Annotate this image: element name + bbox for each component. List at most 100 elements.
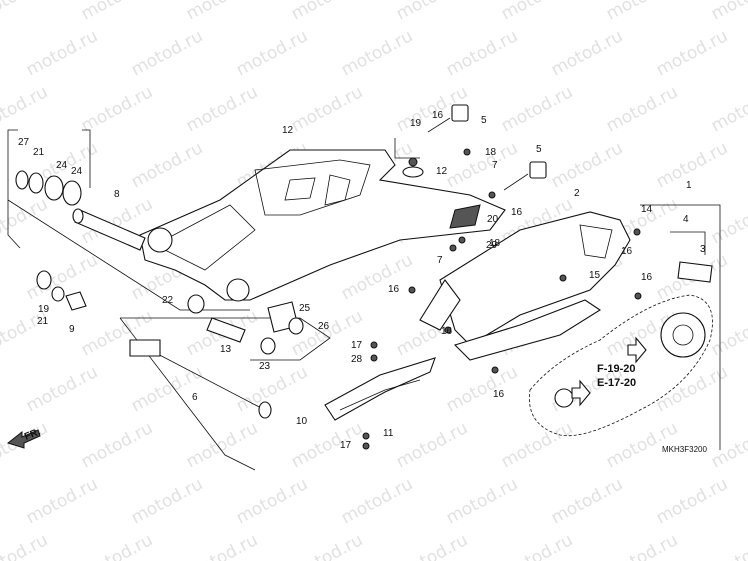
watermark-text: motod.ru (443, 26, 521, 80)
watermark-text: motod.ru (708, 418, 748, 472)
watermark-text: motod.ru (233, 362, 311, 416)
watermark-text: motod.ru (653, 138, 731, 192)
watermark-text: motod.ru (653, 362, 731, 416)
callout-3: 3 (700, 244, 706, 255)
watermark-text: motod.ru (78, 418, 156, 472)
watermark-text: motod.ru (603, 530, 681, 561)
watermark-text: motod.ru (708, 194, 748, 248)
pivot-collar (72, 208, 146, 251)
watermark-text: motod.ru (288, 0, 366, 24)
watermark-text: motod.ru (233, 26, 311, 80)
watermark-text: motod.ru (393, 0, 471, 24)
watermark-text: motod.ru (708, 0, 748, 24)
diagram-code: MKH3F3200 (662, 445, 707, 454)
adjuster-bolts (427, 117, 529, 191)
callout-19: 19 (410, 118, 422, 129)
callout-29: 29 (486, 240, 498, 251)
callout-16: 16 (388, 284, 400, 295)
callout-18: 18 (485, 147, 497, 158)
watermark-text: motod.ru (498, 82, 576, 136)
callout-27: 27 (18, 137, 30, 148)
callout-10: 10 (296, 416, 308, 427)
callout-4: 4 (683, 214, 689, 225)
chain-guard (324, 357, 436, 421)
callout-15: 15 (589, 270, 601, 281)
watermark-text: motod.ru (0, 418, 51, 472)
watermark-text: motod.ru (288, 82, 366, 136)
watermark-text: motod.ru (498, 418, 576, 472)
drive-chain (528, 294, 713, 437)
watermark-text: motod.ru (708, 306, 748, 360)
watermark-text: motod.ru (23, 26, 101, 80)
watermark-text: motod.ru (603, 0, 681, 24)
fasteners (362, 148, 642, 450)
watermark-text: motod.ru (338, 474, 416, 528)
callout-25: 25 (299, 303, 311, 314)
pivot-bearings (15, 170, 82, 206)
watermark-text: motod.ru (23, 362, 101, 416)
watermark-text: motod.ru (338, 26, 416, 80)
callout-14: 14 (641, 204, 653, 215)
watermark-text: motod.ru (393, 418, 471, 472)
watermark-text: motod.ru (288, 530, 366, 561)
watermark-text: motod.ru (0, 0, 51, 24)
callout-16: 16 (493, 389, 505, 400)
callout-17: 17 (351, 340, 363, 351)
chain-case (419, 211, 631, 361)
watermark-text: motod.ru (233, 474, 311, 528)
callout-18: 18 (489, 238, 501, 249)
watermark-text: motod.ru (443, 138, 521, 192)
watermark-text: motod.ru (183, 418, 261, 472)
callout-9: 9 (69, 324, 75, 335)
watermark-text: motod.ru (708, 530, 748, 561)
callout-17: 17 (340, 440, 352, 451)
callout-26: 26 (318, 321, 330, 332)
watermark-text: motod.ru (128, 474, 206, 528)
watermark-text: motod.ru (128, 138, 206, 192)
callout-6: 6 (192, 392, 198, 403)
callout-12: 12 (282, 125, 294, 136)
callout-7: 7 (437, 255, 443, 266)
watermark-text: motod.ru (183, 82, 261, 136)
callout-28: 28 (351, 354, 363, 365)
watermark-text: motod.ru (128, 26, 206, 80)
callout-24: 24 (71, 166, 83, 177)
watermark-text: motod.ru (78, 0, 156, 24)
watermark-text: motod.ru (183, 0, 261, 24)
left-bushings (36, 270, 87, 311)
callout-12: 12 (436, 166, 448, 177)
watermark-text: motod.ru (498, 530, 576, 561)
callout-21: 21 (37, 316, 49, 327)
watermark-text: motod.ru (0, 530, 51, 561)
callout-24: 24 (56, 160, 68, 171)
watermark-text: motod.ru (653, 474, 731, 528)
reference-marks: F-19-20 E-17-20 (571, 336, 647, 407)
callout-19: 19 (38, 304, 50, 315)
callout-23: 23 (259, 361, 271, 372)
callout-2: 2 (574, 188, 580, 199)
watermark-text: motod.ru (128, 362, 206, 416)
callout-1: 1 (686, 180, 692, 191)
callout-20: 20 (487, 214, 499, 225)
callout-22: 22 (162, 295, 174, 306)
chain-sliders (677, 261, 713, 283)
callout-5: 5 (481, 115, 487, 126)
callout-16: 16 (441, 326, 453, 337)
watermark-text: motod.ru (548, 26, 626, 80)
right-bushings (187, 294, 304, 355)
callout-13: 13 (220, 344, 232, 355)
chain-adjusters (451, 104, 547, 179)
watermark-text: motod.ru (443, 362, 521, 416)
ref-e-17-20: E-17-20 (597, 377, 636, 389)
callout-21: 21 (33, 147, 45, 158)
watermark-text: motod.ru (443, 474, 521, 528)
watermark-text: motod.ru (23, 474, 101, 528)
watermark-text: motod.ru (603, 82, 681, 136)
callout-16: 16 (621, 246, 633, 257)
callout-16: 16 (511, 207, 523, 218)
callout-7: 7 (492, 160, 498, 171)
callout-5: 5 (536, 144, 542, 155)
